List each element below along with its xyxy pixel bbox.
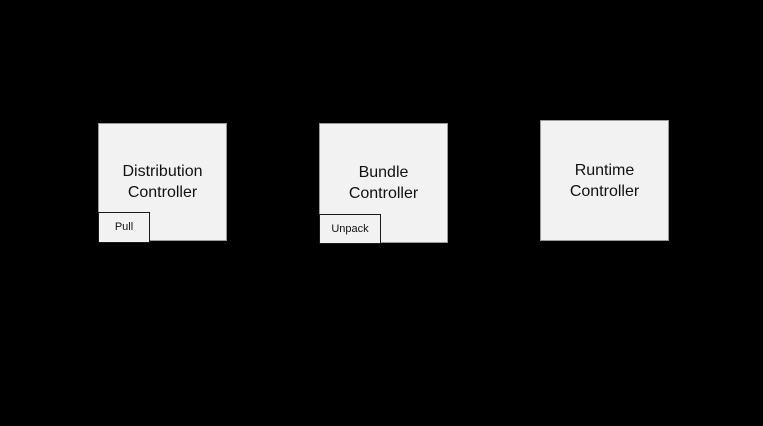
node-label-runtime-controller: Runtime Controller xyxy=(569,161,640,200)
subnode-unpack[interactable]: Unpack xyxy=(319,214,381,244)
subnode-pull[interactable]: Pull xyxy=(98,212,150,243)
node-label-bundle-controller: Bundle Controller xyxy=(348,164,419,202)
node-runtime-controller[interactable]: Runtime Controller xyxy=(540,120,669,241)
node-label-distribution-controller: Distribution Controller xyxy=(122,163,203,201)
subnode-label-unpack: Unpack xyxy=(331,222,369,235)
subnode-label-pull: Pull xyxy=(114,221,134,233)
